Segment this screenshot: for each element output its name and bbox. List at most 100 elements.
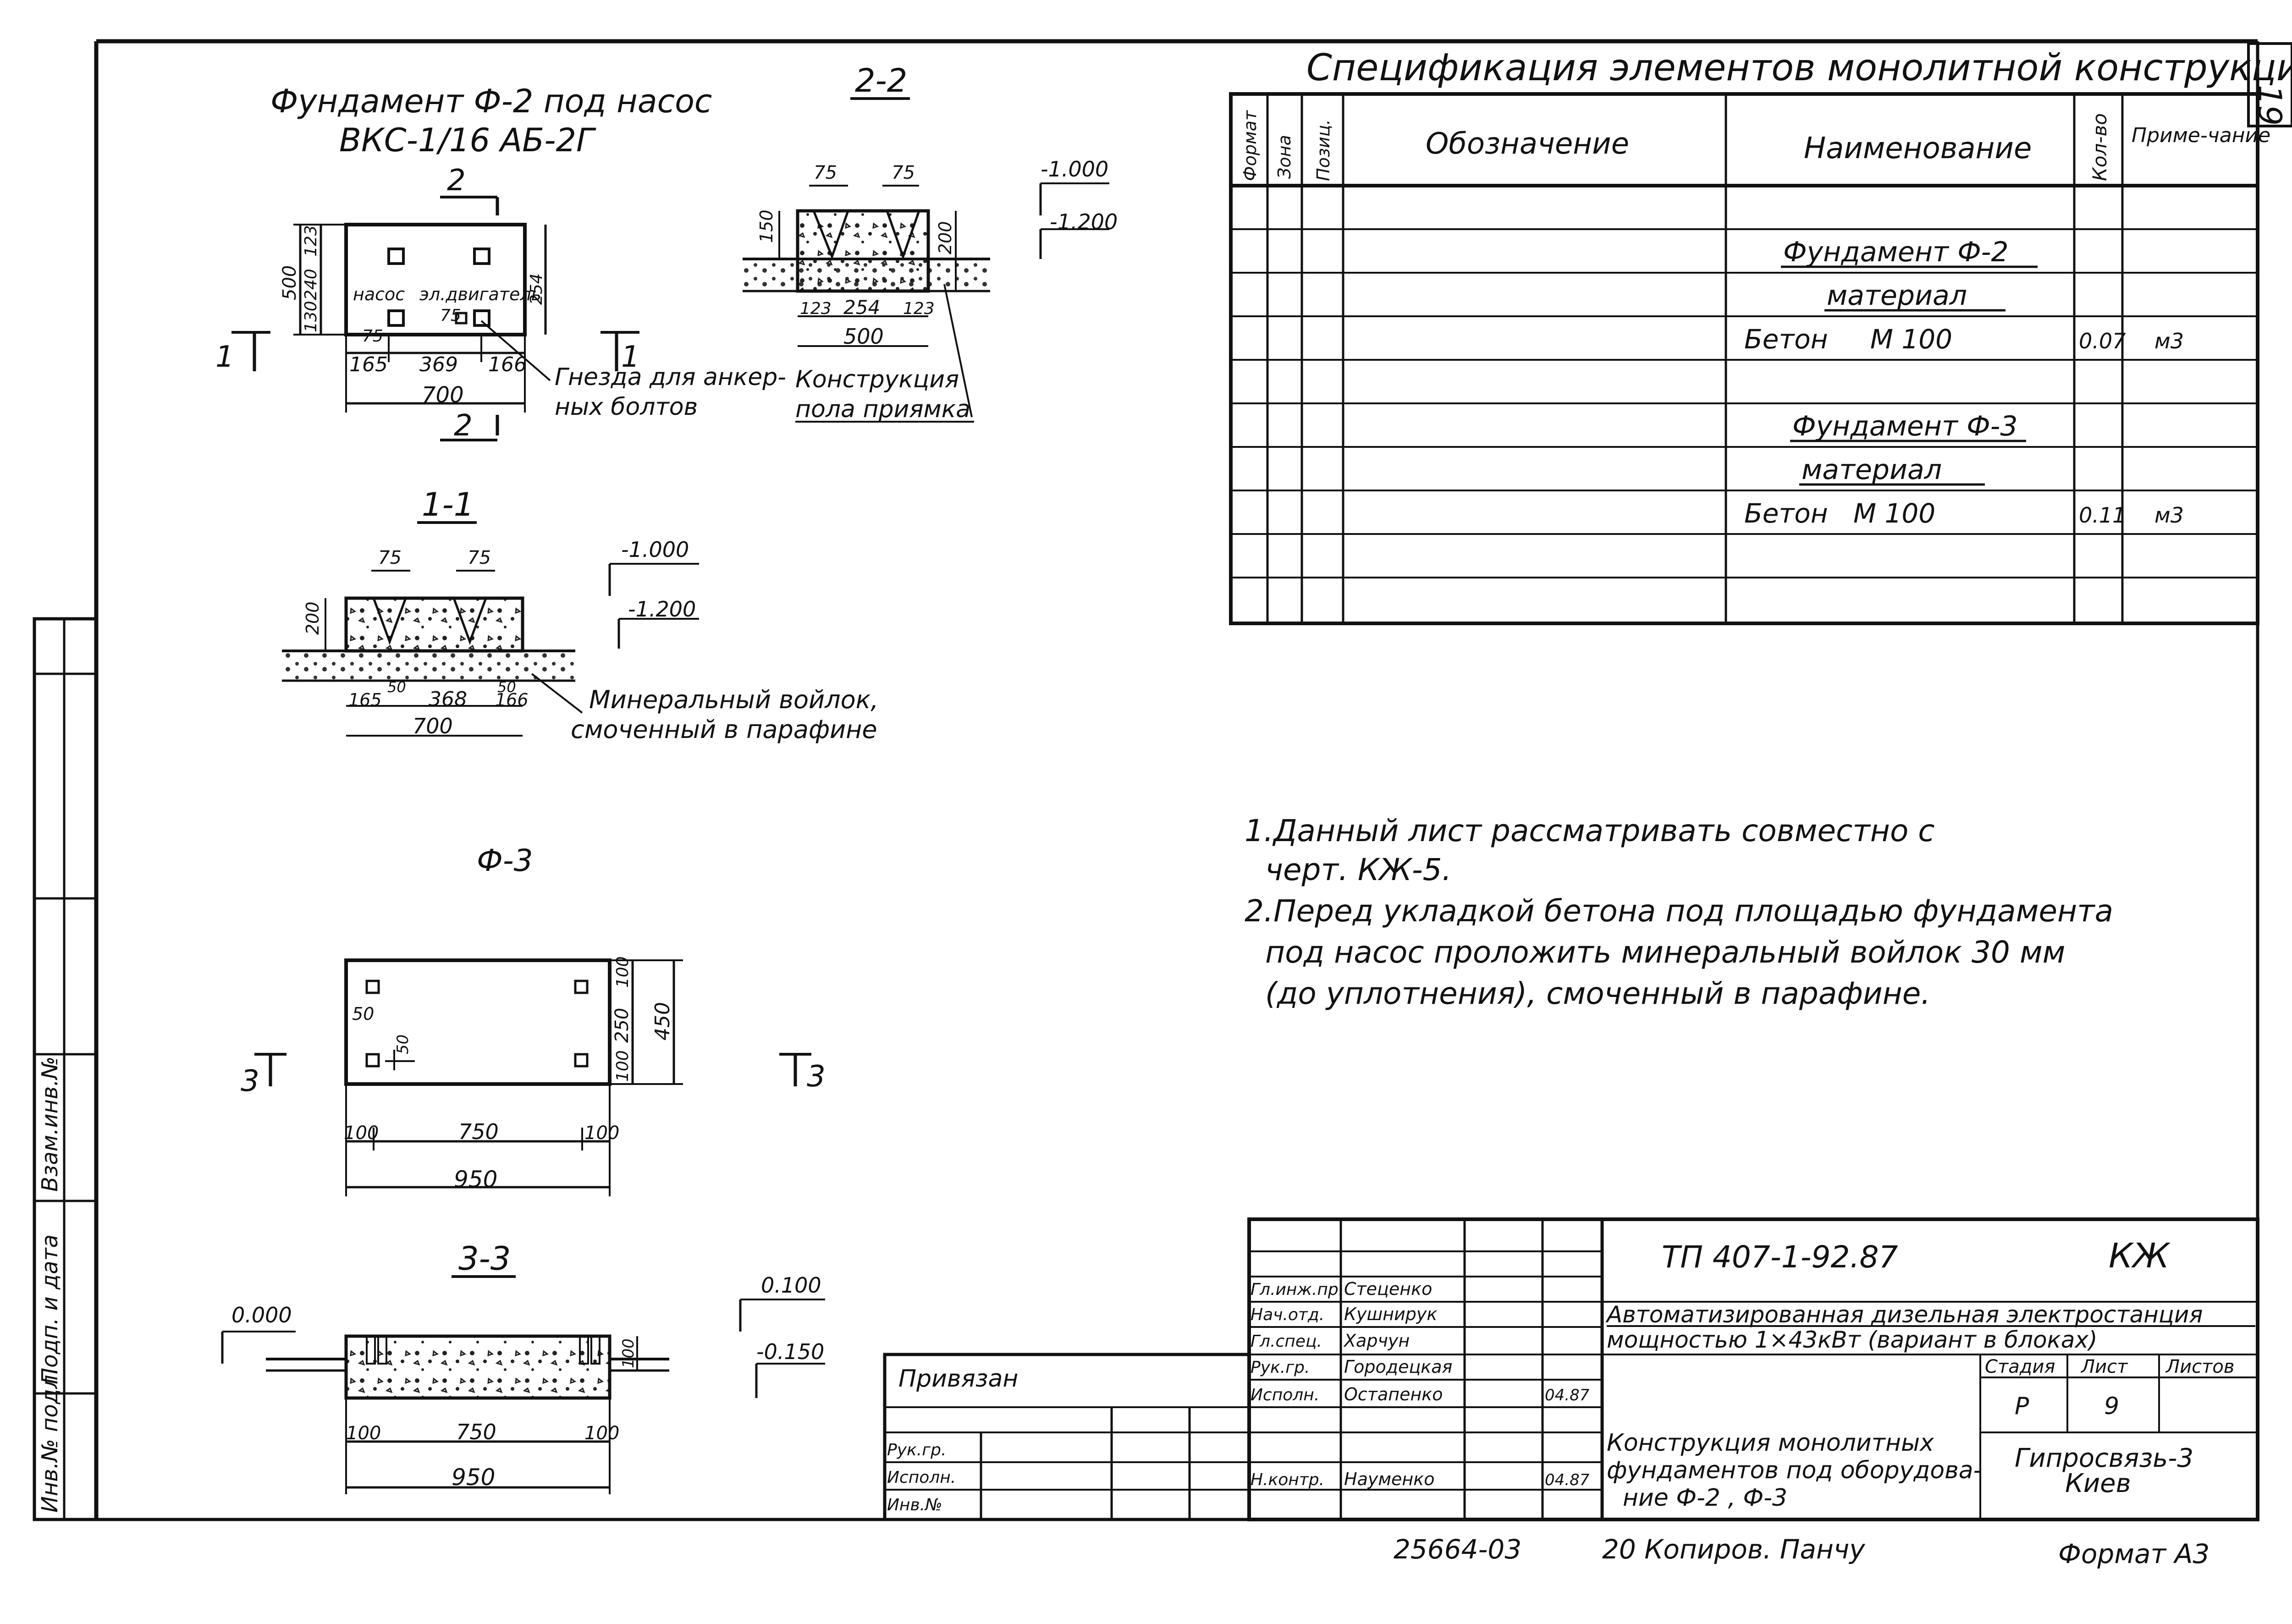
tb-sheet: 9 bbox=[2104, 1393, 2119, 1420]
tb-sheet-title-line2: фундаментов под оборудова- bbox=[1607, 1457, 1982, 1484]
spec-header-name: Наименование bbox=[1804, 132, 2032, 165]
spec-table: Спецификация элементов монолитной констр… bbox=[1229, 46, 2292, 625]
s11-level-top: -1.000 bbox=[621, 537, 689, 562]
s22-dim-254: 254 bbox=[843, 296, 880, 319]
f3-dim-100b: 100 bbox=[613, 1050, 632, 1082]
s22-level-bottom: -1.200 bbox=[1050, 209, 1118, 234]
note-line-2: черт. КЖ-5. bbox=[1265, 852, 1452, 887]
s33-level-left: 0.000 bbox=[231, 1303, 292, 1327]
spec-header-designation: Обозначение bbox=[1426, 127, 1629, 161]
f3-dim-50a: 50 bbox=[352, 1004, 374, 1024]
s22-dim-200: 200 bbox=[935, 221, 955, 254]
f2-dim-240: 240 bbox=[302, 269, 320, 300]
tb-nkontr-role: Н.контр. bbox=[1251, 1470, 1324, 1489]
s11-note-1: Минеральный войлок, bbox=[589, 685, 878, 714]
note-line-4: под насос проложить минеральный войлок 3… bbox=[1265, 935, 2065, 970]
note-line-1: 1.Данный лист рассматривать совместно с bbox=[1245, 813, 1935, 848]
f2-dim-700: 700 bbox=[422, 382, 464, 408]
tb-name: Остапенко bbox=[1344, 1384, 1443, 1404]
f2-cut-2-bottom: 2 bbox=[454, 409, 473, 443]
tb-name: Харчун bbox=[1343, 1331, 1410, 1351]
tb-nkontr-name: Науменко bbox=[1344, 1469, 1434, 1489]
tb-role: Гл.инж.пр. bbox=[1251, 1280, 1344, 1299]
s11-note-2: смоченный в парафине bbox=[571, 715, 877, 744]
f2-anchor-note-2: ных болтов bbox=[555, 393, 698, 421]
s11-level-bottom: -1.200 bbox=[628, 597, 696, 622]
s11-dim-368: 368 bbox=[429, 688, 467, 711]
s33-level-right-top: 0.100 bbox=[761, 1273, 821, 1298]
f2-dim-166: 166 bbox=[488, 353, 527, 376]
spec-row-qty: 0.07 bbox=[2079, 329, 2126, 353]
tb-stage: Р bbox=[2015, 1393, 2029, 1420]
spec-row-note: м3 bbox=[2154, 329, 2184, 353]
spec-row-qty: 0.11 bbox=[2079, 503, 2126, 528]
f2-label-pump: насос bbox=[353, 284, 405, 304]
tb-left-role: Исполн. bbox=[887, 1468, 956, 1487]
tb-sheets-label: Листов bbox=[2165, 1356, 2234, 1377]
s33-dim-100a: 100 bbox=[346, 1423, 381, 1444]
tb-doc-code: ТП 407-1-92.87 bbox=[1662, 1239, 1898, 1275]
spec-row-name: Бетон М 100 bbox=[1744, 498, 1935, 529]
title-block: ТП 407-1-92.87 КЖ Автоматизированная диз… bbox=[883, 1217, 2259, 1569]
tb-left-role: Инв.№ bbox=[887, 1496, 942, 1514]
s11-dim-75b: 75 bbox=[468, 547, 491, 568]
f2-dim-75b: 75 bbox=[440, 306, 461, 325]
section-2-2: 2-2 75 75 150 200 123 254 123 500 -1.000… bbox=[743, 62, 1118, 423]
s22-level-top: -1.000 bbox=[1041, 157, 1108, 182]
tb-bottom-number: 25664-03 bbox=[1394, 1534, 1521, 1565]
s11-dim-50b: 50 bbox=[497, 678, 516, 696]
spec-row-name: Бетон М 100 bbox=[1744, 324, 1952, 355]
tb-org-line2: Киев bbox=[2065, 1469, 2131, 1498]
s33-dim-950: 950 bbox=[452, 1464, 495, 1491]
spec-row-note: м3 bbox=[2154, 503, 2184, 528]
f2-anchor-note-1: Гнезда для анкер- bbox=[555, 363, 786, 391]
s22-dim-123a: 123 bbox=[800, 299, 832, 318]
tb-stage-label: Стадия bbox=[1985, 1356, 2055, 1377]
s33-dim-100v: 100 bbox=[619, 1338, 638, 1368]
spec-header-note: Приме-чание bbox=[2132, 124, 2270, 147]
f2-dim-130: 130 bbox=[302, 301, 320, 332]
s11-dim-200: 200 bbox=[303, 601, 323, 635]
s22-dim-75a: 75 bbox=[814, 162, 837, 183]
tb-role: Рук.гр. bbox=[1251, 1358, 1310, 1377]
stamp-vzam-inv: Взам.инв.№ bbox=[37, 1057, 63, 1192]
tb-name: Городецкая bbox=[1344, 1357, 1452, 1377]
s11-title: 1-1 bbox=[422, 486, 474, 523]
f3-cut-3-left: 3 bbox=[241, 1064, 259, 1098]
stamp-inv-podl: Инв.№ подл. bbox=[37, 1368, 63, 1513]
s11-dim-166: 166 bbox=[495, 690, 529, 710]
tb-role: Гл.спец. bbox=[1251, 1332, 1322, 1351]
stamp-podp-data: Подп. и дата bbox=[37, 1234, 63, 1384]
s11-dim-50a: 50 bbox=[387, 678, 406, 696]
tb-sheet-title-line1: Конструкция монолитных bbox=[1607, 1429, 1934, 1457]
s11-dim-165: 165 bbox=[348, 690, 382, 710]
f2-title-line2: ВКС-1/16 АБ-2Г bbox=[339, 121, 596, 159]
f3-title: Ф-3 bbox=[477, 843, 533, 878]
f2-dim-500: 500 bbox=[279, 265, 300, 300]
tb-project-line1: Автоматизированная дизельная электростан… bbox=[1605, 1301, 2203, 1328]
s11-dim-75a: 75 bbox=[378, 547, 402, 568]
f3-dim-50b: 50 bbox=[394, 1035, 412, 1054]
tb-name: Кушнирук bbox=[1344, 1304, 1437, 1324]
f3-dim-100a: 100 bbox=[613, 956, 632, 988]
spec-title: Спецификация элементов монолитной констр… bbox=[1306, 46, 2292, 89]
notes: 1.Данный лист рассматривать совместно с … bbox=[1245, 813, 2113, 1011]
f3-plan: Ф-3 50 50 100 250 100 450 3 3 100 750 10… bbox=[241, 843, 826, 1196]
f2-label-motor: эл.двигатель bbox=[419, 284, 541, 304]
f2-dim-165: 165 bbox=[349, 353, 388, 376]
tb-sheet-label: Лист bbox=[2080, 1356, 2128, 1377]
tb-format: Формат А3 bbox=[2058, 1538, 2209, 1569]
s11-dim-700: 700 bbox=[413, 714, 453, 738]
tb-privyazan: Привязан bbox=[898, 1365, 1018, 1393]
spec-header-format: Формат bbox=[1240, 110, 1260, 181]
s33-title: 3-3 bbox=[458, 1240, 511, 1277]
f2-dim-254: 254 bbox=[527, 273, 546, 305]
side-stamp: Взам.инв.№ Подп. и дата Инв.№ подл. bbox=[33, 617, 98, 1521]
f3-dim-450: 450 bbox=[651, 1002, 674, 1040]
s22-dim-500: 500 bbox=[843, 324, 884, 349]
f3-dim-750: 750 bbox=[458, 1119, 499, 1144]
f2-dim-123: 123 bbox=[302, 225, 320, 257]
s33-dim-100b: 100 bbox=[584, 1423, 619, 1444]
s22-note-2: пола приямка bbox=[795, 396, 970, 423]
